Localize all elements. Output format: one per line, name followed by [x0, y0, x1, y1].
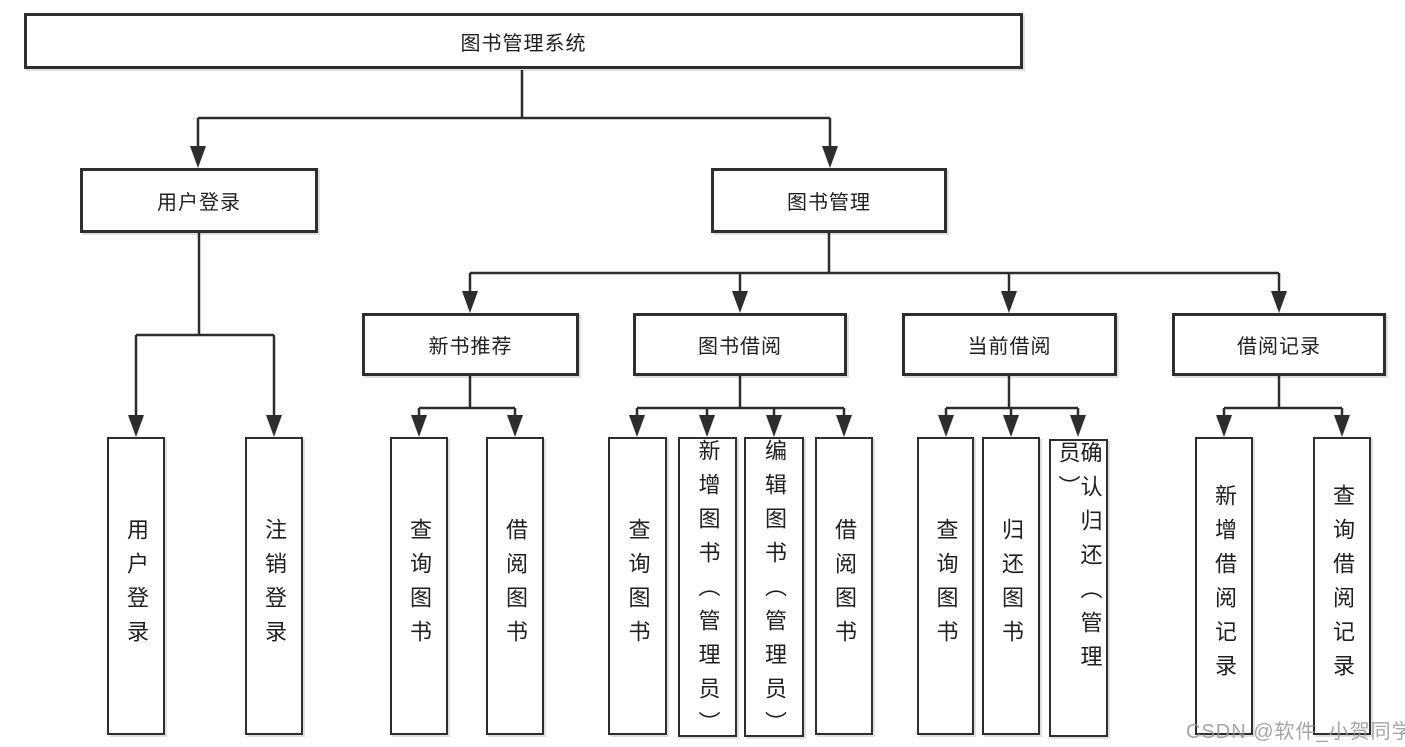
- leaf-add-borrow-record: 新增借阅记录: [1195, 437, 1253, 735]
- node-current-borrowing: 当前借阅: [902, 313, 1117, 376]
- connector-book-management-to-level3: [462, 233, 1287, 313]
- connector-root-to-level2: [190, 70, 838, 168]
- leaf-confirm-return-admin: 确认归还（管理员）: [1049, 439, 1108, 737]
- leaf-query-books-recommend: 查询图书: [390, 437, 448, 735]
- leaf-logout: 注销登录: [245, 437, 303, 735]
- node-book-management: 图书管理: [711, 168, 947, 233]
- node-new-book-recommend: 新书推荐: [362, 313, 579, 376]
- node-book-borrowing: 图书借阅: [633, 313, 847, 376]
- leaf-borrow-books-borrowing: 借阅图书: [815, 437, 873, 735]
- node-user-login: 用户登录: [80, 168, 318, 233]
- node-borrowing-records: 借阅记录: [1172, 313, 1386, 376]
- leaf-query-books-borrowing: 查询图书: [608, 437, 667, 735]
- node-library-system: 图书管理系统: [24, 13, 1023, 69]
- connector-book-borrowing-children: [629, 376, 852, 437]
- connector-user-login-children: [128, 233, 282, 437]
- leaf-user-login: 用户登录: [107, 437, 165, 735]
- leaf-query-books-current: 查询图书: [917, 437, 974, 735]
- connector-new-book-recommend-children: [411, 376, 523, 437]
- connector-borrowing-records-children: [1216, 376, 1350, 437]
- leaf-add-book-admin: 新增图书（管理员）: [678, 437, 737, 745]
- leaf-borrow-books-recommend: 借阅图书: [486, 437, 544, 735]
- csdn-watermark: CSDN @软件_小贺同学: [1186, 721, 1405, 743]
- leaf-edit-book-admin: 编辑图书（管理员）: [744, 437, 804, 745]
- connector-current-borrowing-children: [938, 376, 1086, 437]
- leaf-return-book: 归还图书: [982, 437, 1040, 735]
- leaf-query-borrow-record: 查询借阅记录: [1313, 437, 1371, 735]
